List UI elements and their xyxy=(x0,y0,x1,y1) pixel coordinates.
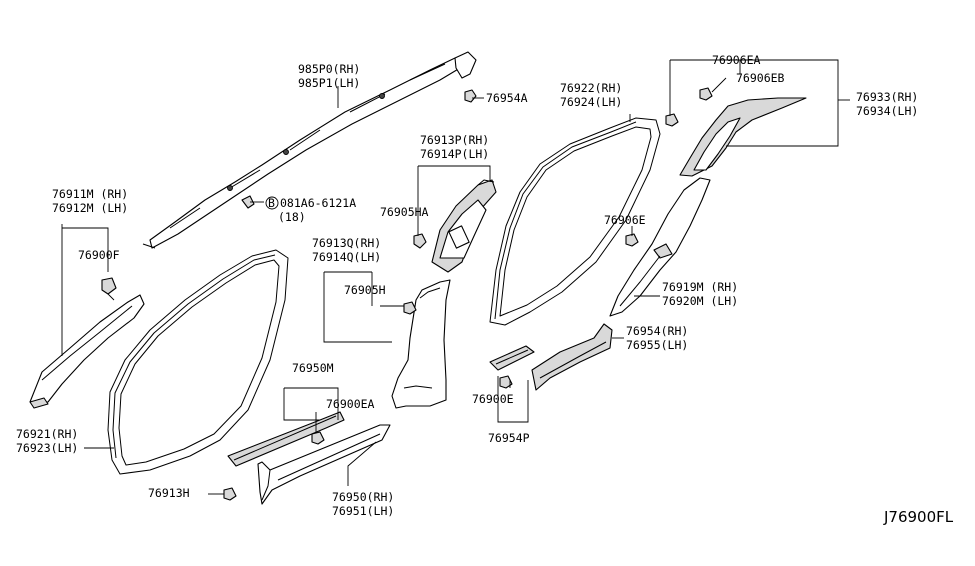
leader-lines xyxy=(61,59,850,495)
clip-76906E-icon xyxy=(625,233,639,247)
label-76906EA: 76906EA xyxy=(712,53,761,67)
center-pillar-lower[interactable] xyxy=(391,279,451,409)
label-76923: 76923(LH) xyxy=(16,441,78,455)
center-pillar-upper[interactable] xyxy=(431,179,497,273)
rear-pillar-garnish[interactable] xyxy=(679,97,807,177)
label-76905HA: 76905HA xyxy=(380,205,429,219)
clip-76905H-icon xyxy=(403,301,417,315)
clip-76905HA-icon xyxy=(413,233,427,249)
label-76913H: 76913H xyxy=(148,486,190,500)
label-76914Q: 76914Q(LH) xyxy=(312,250,381,264)
rear-door-weatherstrip[interactable] xyxy=(489,117,661,326)
bolt-081A6-icon xyxy=(241,195,264,209)
label-76924: 76924(LH) xyxy=(560,95,622,109)
rear-kicking-plate[interactable] xyxy=(531,323,613,391)
label-76913P: 76913P(RH) xyxy=(420,133,489,147)
part-labels: 985P0(RH) 985P1(LH) 76954A B 081A6-6121A… xyxy=(16,53,954,526)
label-76905H: 76905H xyxy=(344,283,386,297)
label-76951: 76951(LH) xyxy=(332,504,394,518)
label-76920M: 76920M (LH) xyxy=(662,294,738,308)
front-pillar-garnish[interactable] xyxy=(29,294,145,409)
label-76911M: 76911M (RH) xyxy=(52,187,128,201)
airbag-clip-icon xyxy=(227,185,233,191)
label-76950M: 76950M xyxy=(292,361,334,375)
label-76913Q: 76913Q(RH) xyxy=(312,236,381,250)
label-76921: 76921(RH) xyxy=(16,427,78,441)
kicking-plate[interactable] xyxy=(257,424,391,505)
label-76900E: 76900E xyxy=(472,392,514,406)
label-76933: 76933(RH) xyxy=(856,90,918,104)
label-76950: 76950(RH) xyxy=(332,490,394,504)
circle-b-icon xyxy=(265,196,279,210)
label-76955: 76955(LH) xyxy=(626,338,688,352)
label-081A6-circle: B xyxy=(268,196,275,210)
clip-76900F-icon xyxy=(101,277,117,301)
label-76906EB: 76906EB xyxy=(736,71,785,85)
label-76906E: 76906E xyxy=(604,213,646,227)
clip-76900E-icon xyxy=(499,375,513,389)
label-76954P: 76954P xyxy=(488,431,530,445)
label-081A6-qty: (18) xyxy=(278,210,306,224)
label-76900F: 76900F xyxy=(78,248,120,262)
clip-76906EB-icon xyxy=(699,87,713,101)
rear-kicking-plate-inner[interactable] xyxy=(489,345,535,371)
diagram-code: J76900FL xyxy=(883,508,954,526)
clip-76913H-icon xyxy=(223,487,237,501)
label-76900EA: 76900EA xyxy=(326,397,375,411)
label-76954: 76954(RH) xyxy=(626,324,688,338)
front-door-weatherstrip[interactable] xyxy=(107,249,289,475)
label-76912M: 76912M (LH) xyxy=(52,201,128,215)
clip-76954A-icon xyxy=(464,89,477,103)
label-985P1: 985P1(LH) xyxy=(298,76,360,90)
label-76922: 76922(RH) xyxy=(560,81,622,95)
airbag-clip-icon xyxy=(379,93,385,99)
curtain-airbag[interactable] xyxy=(142,51,477,249)
label-081A6: 081A6-6121A xyxy=(280,196,356,210)
airbag-clip-icon xyxy=(283,149,289,155)
clip-76906EA-icon xyxy=(665,113,679,127)
label-76919M: 76919M (RH) xyxy=(662,280,738,294)
label-76954A: 76954A xyxy=(486,91,528,105)
clip-76900EA-icon xyxy=(311,431,325,445)
label-76934: 76934(LH) xyxy=(856,104,918,118)
label-76914P: 76914P(LH) xyxy=(420,147,489,161)
label-985P0: 985P0(RH) xyxy=(298,62,360,76)
rear-pillar-lower[interactable] xyxy=(609,177,711,317)
